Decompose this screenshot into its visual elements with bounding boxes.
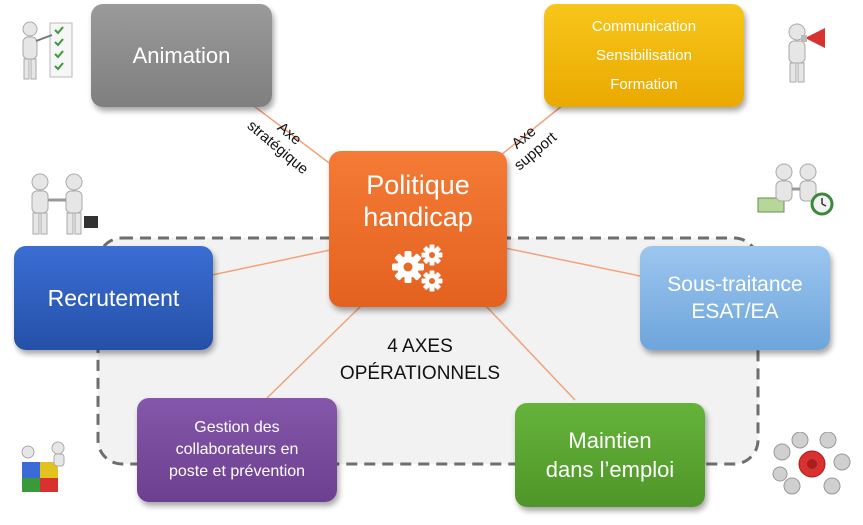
sous-traitance-line1: Sous-traitance [667,271,802,298]
animation-label: Animation [133,43,231,69]
gestion-line3: poste et prévention [169,461,305,483]
communication-box: Communication Sensibilisation Formation [544,4,744,107]
maintien-line2: dans l’emploi [546,455,674,484]
center-title-line1: Politique [366,169,470,201]
gestion-line1: Gestion des [194,417,279,439]
operational-title: 4 AXES OPÉRATIONNELS [330,333,510,387]
communication-label: Communication [592,12,696,41]
politique-handicap-box: Politique handicap [329,151,507,307]
megaphone-figure [777,22,837,84]
animation-box: Animation [91,4,272,107]
money-handshake-figure [756,162,836,222]
gestion-box: Gestion des collaborateurs en poste et p… [137,398,337,502]
sous-traitance-box: Sous-traitance ESAT/EA [640,246,830,350]
handshake-figures [22,172,102,238]
formation-label: Formation [610,70,678,99]
operational-title-line2: OPÉRATIONNELS [330,360,510,387]
maintien-line1: Maintien [568,426,651,455]
presenter-checklist-figure [12,15,82,85]
recrutement-box: Recrutement [14,246,213,350]
sous-traitance-line2: ESAT/EA [691,298,778,325]
recrutement-label: Recrutement [48,285,180,312]
maintien-box: Maintien dans l’emploi [515,403,705,507]
center-title-line2: handicap [363,201,473,233]
gestion-line2: collaborateurs en [176,439,299,461]
sensibilisation-label: Sensibilisation [596,41,692,70]
network-gears-figure [772,432,852,498]
gears-icon [388,243,448,295]
puzzle-figures [14,432,74,496]
operational-title-line1: 4 AXES [330,333,510,360]
